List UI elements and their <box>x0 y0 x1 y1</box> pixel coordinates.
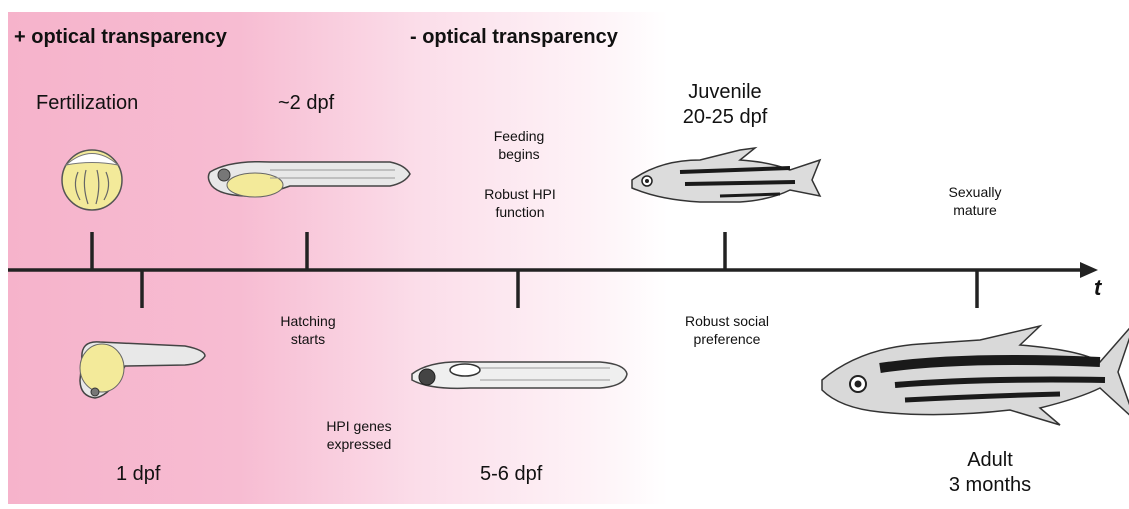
larva-2dpf-icon <box>208 162 410 197</box>
ticks-above <box>92 232 725 270</box>
adult-fish-icon <box>822 322 1129 425</box>
label-robust-hpi-function: Robust HPI function <box>472 186 568 221</box>
label-hatching-starts: Hatching starts <box>268 313 348 348</box>
label-5-6dpf: 5-6 dpf <box>480 462 542 487</box>
timeline-axis <box>8 262 1098 278</box>
larva-5dpf-icon <box>412 362 627 389</box>
header-plus-transparency: + optical transparency <box>14 26 227 49</box>
label-robust-social-preference: Robust social preference <box>672 313 782 348</box>
label-feeding-begins: Feeding begins <box>484 128 554 163</box>
label-sexually-mature: Sexually mature <box>932 184 1018 219</box>
label-juvenile: Juvenile 20-25 dpf <box>668 80 782 130</box>
header-minus-transparency: - optical transparency <box>410 26 618 49</box>
label-2dpf: ~2 dpf <box>278 91 334 116</box>
juvenile-fish-icon <box>632 148 820 202</box>
label-adult: Adult 3 months <box>940 448 1040 498</box>
ticks-below <box>142 270 977 308</box>
embryo-egg-icon <box>62 150 122 210</box>
label-hpi-genes-expressed: HPI genes expressed <box>316 418 402 453</box>
larva-1dpf-icon <box>80 342 205 398</box>
label-1dpf: 1 dpf <box>116 462 160 487</box>
axis-time-label: t <box>1094 275 1101 301</box>
label-fertilization: Fertilization <box>36 91 138 116</box>
